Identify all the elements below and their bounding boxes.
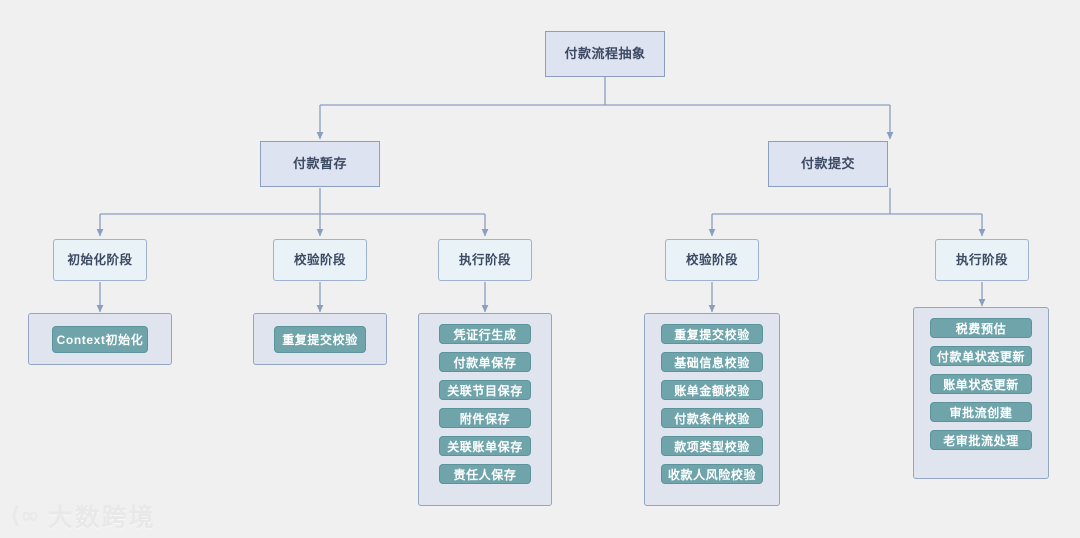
group-validate-right: 重复提交校验 基础信息校验 账单金额校验 付款条件校验 款项类型校验 收款人风险… <box>644 313 780 506</box>
stage-execute-left[interactable]: 执行阶段 <box>438 239 532 281</box>
stage-validate-right[interactable]: 校验阶段 <box>665 239 759 281</box>
node-root-label: 付款流程抽象 <box>564 46 646 62</box>
stage-label: 初始化阶段 <box>67 252 133 267</box>
stage-label: 校验阶段 <box>293 252 346 267</box>
leaf-node[interactable]: 账单状态更新 <box>930 374 1032 394</box>
stage-validate-left[interactable]: 校验阶段 <box>273 239 367 281</box>
leaf-node[interactable]: 付款单保存 <box>439 352 531 372</box>
node-root[interactable]: 付款流程抽象 <box>545 31 665 77</box>
stage-label: 执行阶段 <box>955 252 1008 267</box>
leaf-node[interactable]: 关联账单保存 <box>439 436 531 456</box>
group-execute-right: 税费预估 付款单状态更新 账单状态更新 审批流创建 老审批流处理 <box>913 307 1049 479</box>
stage-execute-right[interactable]: 执行阶段 <box>935 239 1029 281</box>
watermark-logo-icon: ⟨∞ <box>10 503 40 529</box>
leaf-node[interactable]: Context初始化 <box>52 325 148 353</box>
leaf-node[interactable]: 付款条件校验 <box>661 408 763 428</box>
node-branch-payment-submit[interactable]: 付款提交 <box>768 141 888 187</box>
leaf-node[interactable]: 款项类型校验 <box>661 436 763 456</box>
leaf-node[interactable]: 付款单状态更新 <box>930 346 1032 366</box>
stage-label: 校验阶段 <box>685 252 738 267</box>
node-branch-label: 付款提交 <box>800 156 855 172</box>
node-branch-label: 付款暂存 <box>292 156 347 172</box>
group-init-left: Context初始化 <box>28 313 172 365</box>
group-validate-left: 重复提交校验 <box>253 313 387 365</box>
leaf-node[interactable]: 重复提交校验 <box>274 325 366 353</box>
leaf-node[interactable]: 重复提交校验 <box>661 324 763 344</box>
leaf-node[interactable]: 老审批流处理 <box>930 430 1032 450</box>
leaf-node[interactable]: 基础信息校验 <box>661 352 763 372</box>
leaf-node[interactable]: 责任人保存 <box>439 464 531 484</box>
group-execute-left: 凭证行生成 付款单保存 关联节目保存 附件保存 关联账单保存 责任人保存 <box>418 313 552 506</box>
leaf-node[interactable]: 审批流创建 <box>930 402 1032 422</box>
watermark: ⟨∞ 大数跨境 <box>10 498 156 534</box>
node-branch-payment-draft[interactable]: 付款暂存 <box>260 141 380 187</box>
stage-init-left[interactable]: 初始化阶段 <box>53 239 147 281</box>
leaf-node[interactable]: 收款人风险校验 <box>661 464 763 484</box>
leaf-node[interactable]: 凭证行生成 <box>439 324 531 344</box>
watermark-text: 大数跨境 <box>47 504 156 532</box>
leaf-node[interactable]: 关联节目保存 <box>439 380 531 400</box>
leaf-node[interactable]: 附件保存 <box>439 408 531 428</box>
stage-label: 执行阶段 <box>458 252 511 267</box>
leaf-node[interactable]: 税费预估 <box>930 318 1032 338</box>
leaf-node[interactable]: 账单金额校验 <box>661 380 763 400</box>
